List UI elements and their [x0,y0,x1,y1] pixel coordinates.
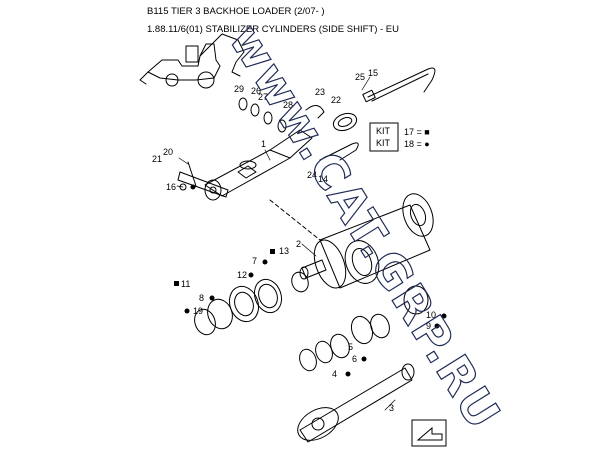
callout-19: 19 [193,306,203,316]
kit-dot-icon [441,313,447,319]
callout-6: 6 [352,354,357,364]
callout-23: 23 [315,87,325,97]
callout-8: 8 [199,293,204,303]
callout-24: 24 [307,170,317,180]
piston-rod [297,363,415,443]
callout-11: 11 [181,279,190,289]
callout-15: 15 [368,68,378,78]
fittings-group [238,97,359,161]
callout-25: 25 [355,72,365,82]
callout-28: 28 [283,100,293,110]
callout-2: 2 [296,239,301,249]
kit-dot-icon [434,323,440,329]
hose-clamp [332,112,358,132]
callout-1: 1 [261,139,266,149]
callout-7: 7 [252,256,257,266]
kit-dot-icon [184,308,190,314]
upper-cylinder [204,129,313,201]
seal-rings [194,240,429,372]
callout-21: 21 [152,154,162,164]
kit-dot-icon [190,184,196,190]
callout-13: 13 [279,246,289,256]
hydraulic-pipe [362,67,436,103]
kit-box-icon [369,122,399,152]
kit-markers [174,184,447,377]
callout-9: 9 [426,321,431,331]
kit-legend-row2: 18 = ● [404,139,430,149]
callout-3: 3 [389,403,394,413]
callout-12: 12 [237,270,247,280]
kit-dot-icon [262,259,268,265]
next-page-arrow-icon[interactable] [411,419,447,447]
callout-labels: 1 2 3 4 5 6 7 8 9 10 11 12 13 14 15 16 1… [152,68,436,413]
callout-16: 16 [166,182,176,192]
callout-10: 10 [426,310,436,320]
callout-27: 27 [258,92,268,102]
callout-14: 14 [318,174,328,184]
callout-26: 26 [251,86,261,96]
machine-thumbnail [139,33,245,89]
cylinder-barrel [269,193,434,289]
callout-22: 22 [331,95,341,105]
kit-box-label: KIT [376,126,391,136]
watermark-text: www.CAT.GRP.RU [219,15,512,439]
piston-bolt [299,259,327,280]
leader-lines [176,76,396,411]
kit-dot-icon [248,272,254,278]
kit-dot-icon [361,356,367,362]
kit-dot-icon [345,371,351,377]
kit-legend-row1: 17 = ■ [404,127,430,137]
page-title: B115 TIER 3 BACKHOE LOADER (2/07- ) [147,6,325,17]
kit-square-icon [270,249,275,254]
callout-20: 20 [163,147,173,157]
callout-5: 5 [348,342,353,352]
kit-legend: KIT KIT 17 = ■ 18 = ● [369,122,430,152]
page-subtitle: 1.88.11/6(01) STABILIZER CYLINDERS (SIDE… [147,24,399,35]
pin-part [177,161,229,198]
svg-text:KIT: KIT [376,138,391,148]
kit-dot-icon [209,295,215,301]
callout-29: 29 [234,84,244,94]
callout-4: 4 [332,369,337,379]
kit-square-icon [174,281,179,286]
